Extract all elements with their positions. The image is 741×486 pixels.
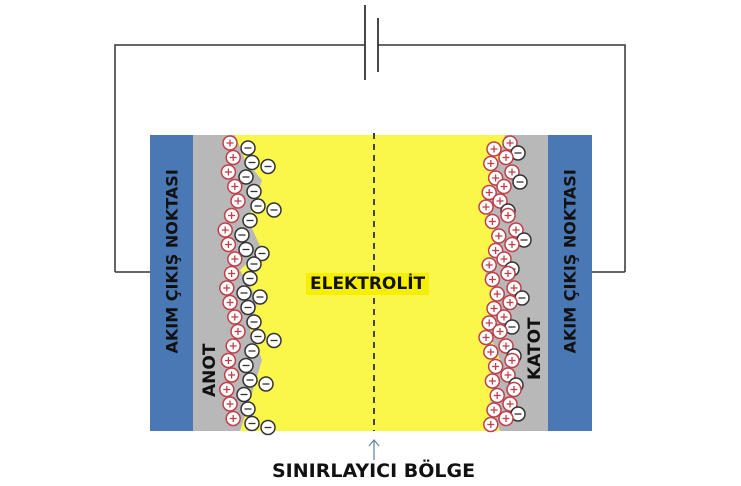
cation-icon — [500, 265, 516, 282]
cation-icon — [481, 184, 497, 201]
anion-icon — [258, 376, 274, 392]
anion-icon — [234, 227, 250, 243]
cation-icon — [498, 149, 514, 166]
anode-label: ANOT — [200, 343, 220, 397]
right-collector-label: AKIM ÇIKIŞ NOKTASI — [560, 169, 580, 354]
cation-icon — [227, 251, 243, 267]
anion-icon — [260, 158, 276, 175]
cation-icon — [225, 338, 241, 354]
cation-icon — [483, 416, 499, 433]
anion-icon — [250, 328, 266, 345]
cation-icon — [492, 323, 508, 340]
left-collector-label: AKIM ÇIKIŞ NOKTASI — [162, 169, 182, 354]
anion-icon — [266, 202, 282, 218]
anion-icon — [240, 401, 256, 417]
cation-icon — [502, 396, 518, 412]
anion-icon — [260, 419, 276, 436]
cation-icon — [220, 164, 237, 180]
anion-icon — [250, 198, 266, 214]
cation-icon — [491, 228, 507, 244]
anion-icon — [244, 343, 260, 359]
cation-icon — [225, 149, 241, 166]
cation-icon — [484, 373, 501, 389]
cation-icon — [496, 251, 512, 267]
cation-icon — [502, 135, 518, 151]
anion-icon — [238, 241, 254, 258]
anion-icon — [240, 140, 256, 156]
left-current-collector — [150, 135, 193, 431]
anion-icon — [266, 332, 282, 349]
cation-icon — [506, 280, 522, 296]
arrow-up-icon — [368, 438, 380, 460]
anion-icon — [246, 314, 262, 330]
cation-icon — [489, 387, 505, 404]
anion-icon — [254, 245, 270, 262]
cation-icon — [483, 344, 499, 360]
cation-icon — [230, 323, 246, 340]
cation-icon — [486, 402, 502, 418]
cation-icon — [502, 294, 518, 311]
cation-icon — [223, 207, 240, 224]
anion-icon — [242, 270, 258, 287]
cation-icon — [219, 280, 235, 296]
cation-icon — [484, 213, 501, 230]
cation-icon — [508, 222, 524, 238]
cation-icon — [486, 300, 502, 317]
cation-icon — [223, 265, 240, 282]
cation-icon — [498, 338, 514, 354]
cation-icon — [220, 236, 237, 253]
cation-icon — [484, 271, 501, 288]
anion-icon — [242, 372, 258, 388]
cation-icon — [481, 257, 497, 273]
cation-icon — [222, 135, 238, 151]
cation-icon — [222, 396, 238, 412]
cation-icon — [478, 329, 494, 346]
anion-icon — [240, 299, 256, 316]
electrolyte-label: ELEKTROLİT — [306, 273, 430, 295]
cation-icon — [481, 315, 497, 331]
anion-icon — [246, 183, 262, 200]
separator-label: SINIRLAYICI BÖLGE — [272, 460, 476, 482]
cation-icon — [504, 236, 520, 253]
cation-icon — [504, 164, 520, 180]
cation-icon — [487, 358, 504, 375]
anion-icon — [252, 289, 268, 305]
cation-icon — [492, 193, 508, 209]
cation-icon — [227, 178, 243, 195]
cation-icon — [486, 141, 502, 157]
cation-icon — [225, 410, 241, 427]
anion-icon — [512, 174, 528, 190]
cation-icon — [222, 294, 238, 311]
anion-icon — [236, 386, 252, 403]
battery-icon — [364, 5, 379, 80]
cation-icon — [230, 193, 246, 209]
cation-icon — [496, 178, 512, 195]
anion-icon — [246, 256, 262, 272]
anion-icon — [242, 212, 258, 229]
ions — [217, 135, 532, 436]
cation-icon — [217, 222, 233, 238]
circuit-wire — [114, 44, 626, 273]
cation-icon — [227, 309, 243, 325]
cation-icon — [219, 381, 235, 398]
anion-icon — [244, 415, 260, 432]
cation-icon — [483, 155, 499, 172]
cation-icon — [223, 367, 240, 383]
anion-icon — [238, 169, 254, 185]
cation-icon — [500, 367, 516, 383]
cation-icon — [504, 352, 520, 369]
cathode-label: KATOT — [525, 317, 545, 380]
cation-icon — [220, 352, 237, 369]
cation-icon — [489, 286, 505, 302]
right-current-collector — [548, 135, 592, 431]
cation-icon — [478, 199, 494, 215]
anion-icon — [244, 154, 260, 171]
cation-icon — [498, 410, 514, 427]
anion-icon — [236, 285, 252, 301]
anion-icon — [238, 357, 254, 374]
cation-icon — [506, 381, 522, 398]
cation-icon — [500, 207, 516, 224]
cation-icon — [496, 309, 512, 325]
